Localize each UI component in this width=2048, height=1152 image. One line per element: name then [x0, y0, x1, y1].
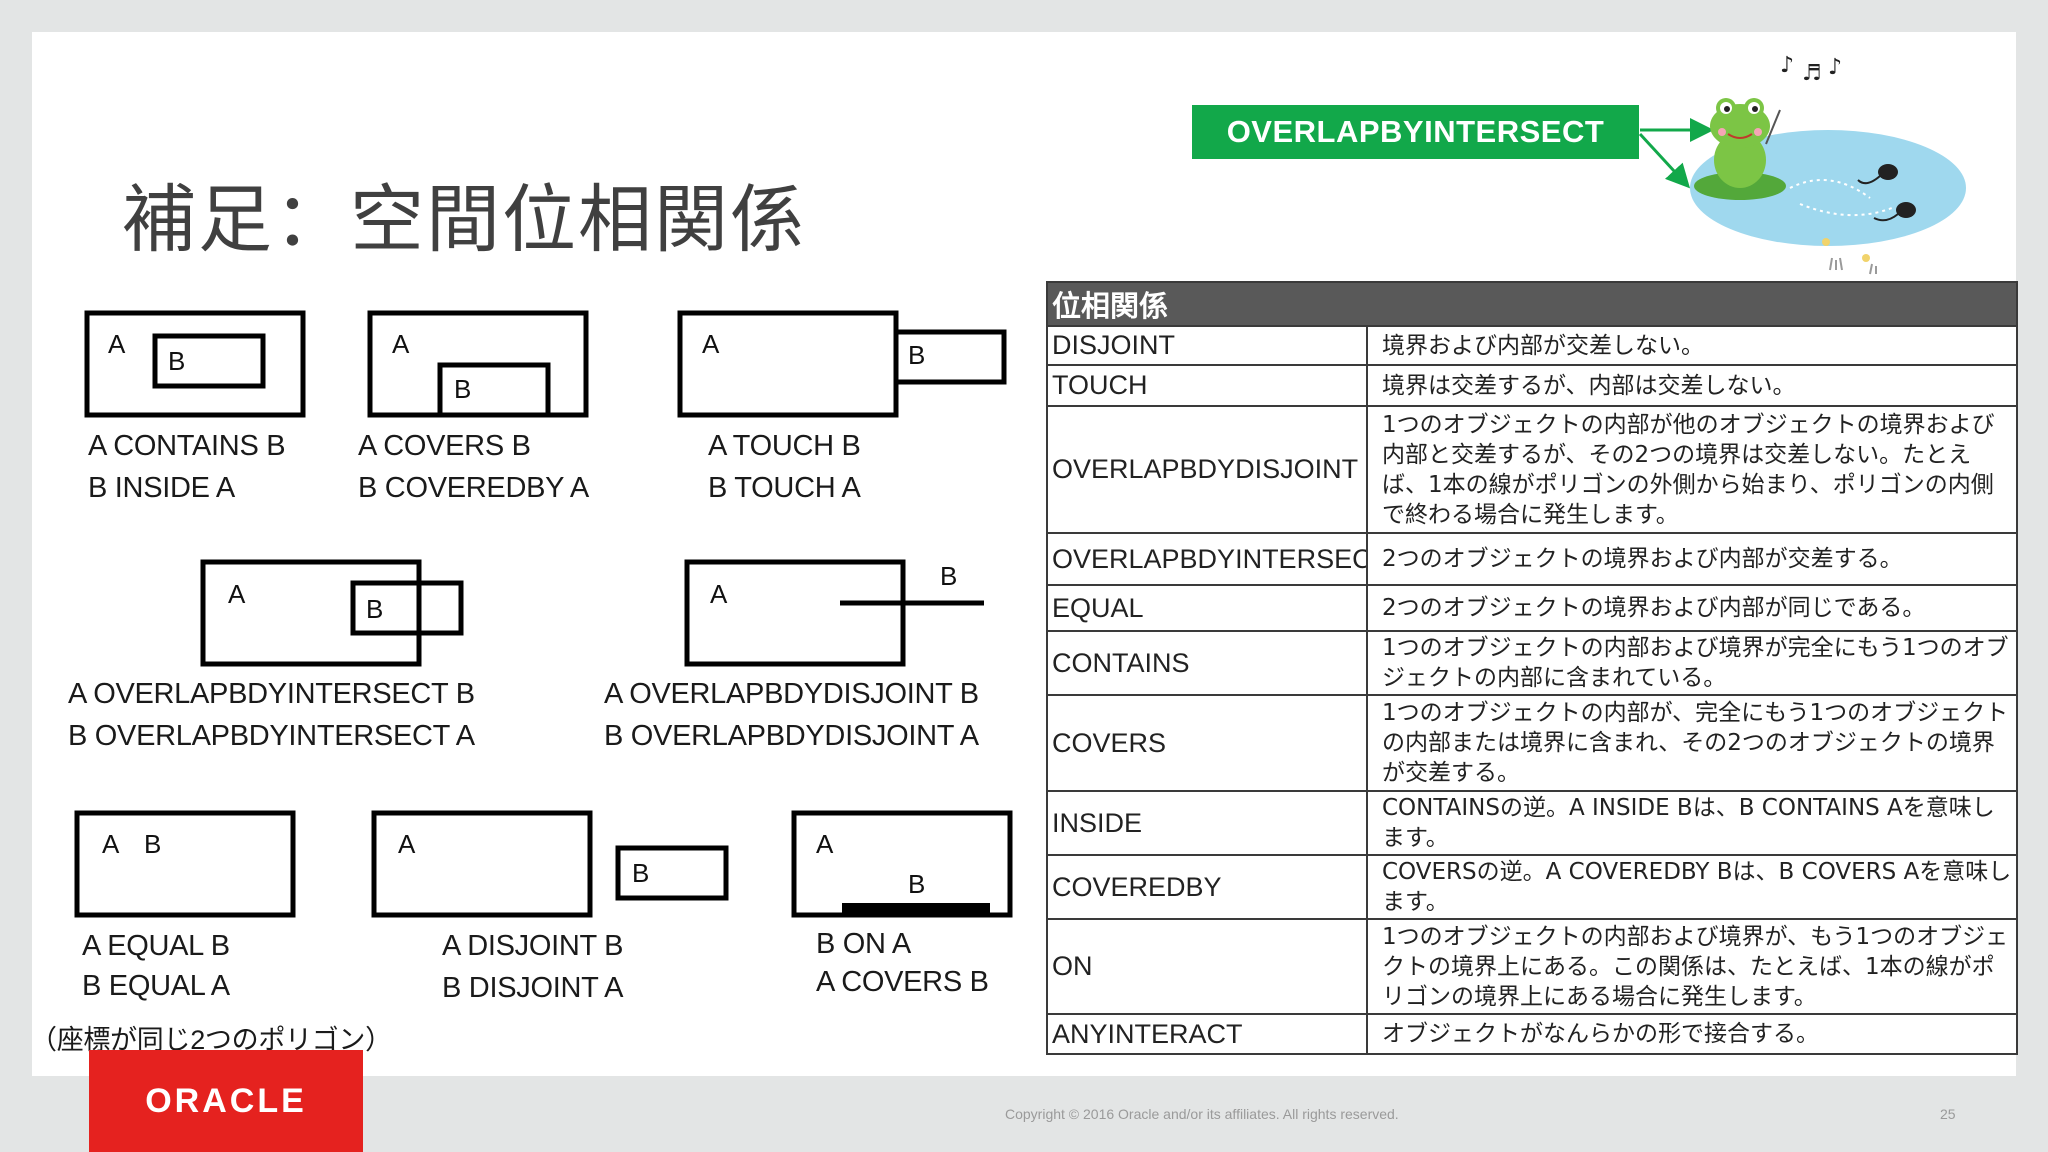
svg-text:♬: ♬ [1802, 61, 1822, 86]
svg-text:♪: ♪ [1780, 53, 1794, 78]
letter-a: A [102, 829, 120, 859]
table-cell-desc: CONTAINSの逆。A INSIDE Bは、B CONTAINS Aを意味しま… [1365, 790, 2019, 856]
table-header: 位相関係 [1045, 281, 2019, 327]
table-cell-term: ON [1046, 918, 1368, 1015]
frog-pond-illustration: ♪♬♪ [1638, 53, 1966, 275]
overlap-intersect-box-b [350, 580, 464, 636]
table-cell-term: OVERLAPBDYDISJOINT [1046, 405, 1368, 534]
covers-label-1: A COVERS B [358, 430, 531, 462]
svg-text:♪: ♪ [1828, 55, 1842, 80]
table-cell-desc: 1つのオブジェクトの内部および境界が、もう1つのオブジェクトの境界上にある。この… [1365, 918, 2019, 1015]
disjoint-label-1: A DISJOINT B [442, 930, 624, 962]
covers-label-2: B COVEREDBY A [358, 472, 589, 504]
table-cell-term: TOUCH [1046, 364, 1368, 407]
letter-b: B [940, 561, 957, 591]
disjoint-box-b [615, 845, 729, 901]
letter-b: B [632, 858, 649, 888]
touch-label-1: A TOUCH B [708, 430, 861, 462]
table-cell-term: COVEREDBY [1046, 854, 1368, 920]
table-row: ON 1つのオブジェクトの内部および境界が、もう1つのオブジェクトの境界上にある… [1046, 918, 2019, 1015]
table-cell-desc: 1つのオブジェクトの内部が、完全にもう1つのオブジェクトの内部または境界に含まれ… [1365, 694, 2019, 792]
table-cell-desc: 境界は交差するが、内部は交差しない。 [1365, 364, 2019, 407]
frog-icon [1710, 98, 1781, 188]
table-cell-term: COVERS [1046, 694, 1368, 792]
letter-a: A [108, 329, 126, 359]
table-cell-desc: 1つのオブジェクトの内部が他のオブジェクトの境界および内部と交差するが、その2つ… [1365, 405, 2019, 534]
table-cell-desc: COVERSの逆。A COVEREDBY Bは、B COVERS Aを意味します… [1365, 854, 2019, 920]
tadpole-icon [1789, 164, 1916, 222]
overlap-disjoint-box-a [684, 559, 906, 667]
topology-diagrams: A B A B A B A B A B A B A B A B A CONTAI… [20, 290, 1060, 1080]
overlap-intersect-label-2: B OVERLAPBDYINTERSECT A [68, 720, 475, 752]
table-cell-term: EQUAL [1046, 584, 1368, 632]
table-row: DISJOINT 境界および内部が交差しない。 [1046, 325, 2019, 366]
letter-a: A [816, 829, 834, 859]
letter-a: A [228, 579, 246, 609]
covers-box-b [437, 362, 551, 418]
letter-a: A [702, 329, 720, 359]
contains-box-a [84, 310, 306, 418]
equal-label-1: A EQUAL B [82, 930, 230, 962]
overlap-intersect-label-1: A OVERLAPBDYINTERSECT B [68, 678, 475, 710]
diagram-shapes: A B A B A B A B A B A B A B A B [74, 310, 1013, 918]
letter-b: B [168, 346, 185, 376]
copyright-text: Copyright © 2016 Oracle and/or its affil… [1005, 1106, 1399, 1122]
letter-b: B [366, 594, 383, 624]
table-header-row: 位相関係 [1045, 281, 2019, 327]
equal-box [74, 810, 296, 918]
oracle-logo: ORACLE [89, 1050, 363, 1152]
table-cell-desc: 2つのオブジェクトの境界および内部が交差する。 [1365, 532, 2019, 586]
table-cell-desc: 境界および内部が交差しない。 [1365, 325, 2019, 366]
table-row: EQUAL 2つのオブジェクトの境界および内部が同じである。 [1046, 584, 2019, 632]
table-row: COVEREDBY COVERSの逆。A COVEREDBY Bは、B COVE… [1046, 854, 2019, 920]
table-cell-term: ANYINTERACT [1046, 1013, 1368, 1055]
letter-a: A [398, 829, 416, 859]
table-row: OVERLAPBDYINTERSECT 2つのオブジェクトの境界および内部が交差… [1046, 532, 2019, 586]
contains-label-2: B INSIDE A [88, 472, 235, 504]
page-title: 補足：空間位相関係 [122, 177, 806, 263]
callout-label: OVERLAPBYINTERSECT [1192, 105, 1639, 159]
grass-decoration [1822, 238, 1877, 275]
touch-box-b [893, 329, 1007, 385]
touch-label-2: B TOUCH A [708, 472, 861, 504]
on-label-2: A COVERS B [816, 966, 989, 998]
table-cell-desc: オブジェクトがなんらかの形で接合する。 [1365, 1013, 2019, 1055]
table-cell-desc: 1つのオブジェクトの内部および境界が完全にもう1つのオブジェクトの内部に含まれて… [1365, 630, 2019, 696]
table-cell-term: OVERLAPBDYINTERSECT [1046, 532, 1368, 586]
letter-b: B [908, 340, 925, 370]
equal-label-2: B EQUAL A [82, 970, 230, 1002]
on-label-1: B ON A [816, 928, 911, 960]
disjoint-label-2: B DISJOINT A [442, 972, 624, 1004]
contains-box-b [152, 333, 266, 389]
table-row: INSIDE CONTAINSの逆。A INSIDE Bは、B CONTAINS… [1046, 790, 2019, 856]
page-number: 25 [1940, 1106, 1956, 1122]
arrow-line-lower [1638, 132, 1691, 189]
table-cell-term: INSIDE [1046, 790, 1368, 856]
letter-b: B [454, 374, 471, 404]
table-cell-term: CONTAINS [1046, 630, 1368, 696]
table-row: CONTAINS 1つのオブジェクトの内部および境界が完全にもう1つのオブジェク… [1046, 630, 2019, 696]
table-row: TOUCH 境界は交差するが、内部は交差しない。 [1046, 364, 2019, 407]
topology-table: 位相関係 DISJOINT 境界および内部が交差しない。 TOUCH 境界は交差… [1045, 281, 2019, 1055]
table-row: OVERLAPBDYDISJOINT 1つのオブジェクトの内部が他のオブジェクト… [1046, 405, 2019, 534]
letter-b: B [908, 869, 925, 899]
music-notes-icon: ♪♬♪ [1780, 53, 1842, 86]
table-cell-desc: 2つのオブジェクトの境界および内部が同じである。 [1365, 584, 2019, 632]
disjoint-box-a [371, 810, 593, 918]
letter-a: A [392, 329, 410, 359]
letter-b: B [144, 829, 161, 859]
overlap-intersect-box-a [200, 559, 422, 667]
logo-text: ORACLE [145, 1081, 307, 1120]
table-row: COVERS 1つのオブジェクトの内部が、完全にもう1つのオブジェクトの内部また… [1046, 694, 2019, 792]
overlap-disjoint-label-1: A OVERLAPBDYDISJOINT B [604, 678, 979, 710]
contains-label-1: A CONTAINS B [88, 430, 286, 462]
overlap-disjoint-label-2: B OVERLAPBDYDISJOINT A [604, 720, 979, 752]
letter-a: A [710, 579, 728, 609]
table-row: ANYINTERACT オブジェクトがなんらかの形で接合する。 [1046, 1013, 2019, 1055]
table-cell-term: DISJOINT [1046, 325, 1368, 366]
